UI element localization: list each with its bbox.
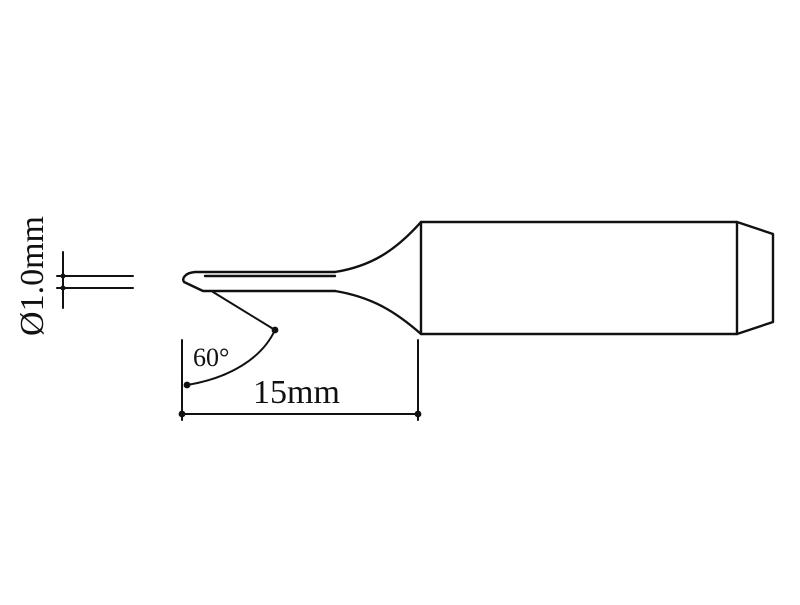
tip-lower-flare bbox=[333, 289, 423, 336]
length-arrow-right bbox=[414, 410, 422, 418]
angle-bevel-extension bbox=[212, 291, 276, 331]
angle-arc bbox=[186, 329, 276, 386]
diameter-arrow-bottom bbox=[60, 285, 66, 291]
length-dimension: 15mm bbox=[178, 339, 422, 421]
diameter-dimension: Ø1.0mm bbox=[14, 216, 134, 336]
diameter-arrow-top bbox=[60, 273, 66, 279]
diameter-label: Ø1.0mm bbox=[14, 216, 51, 336]
angle-arrow-bottom bbox=[183, 381, 191, 389]
tip-barrel bbox=[419, 220, 739, 336]
angle-dimension: 60° bbox=[183, 291, 279, 389]
length-arrow-left bbox=[178, 410, 186, 418]
tip-end-chamfer bbox=[735, 220, 775, 336]
tip-point-bevel bbox=[182, 270, 337, 293]
angle-arrow-top bbox=[271, 326, 279, 334]
tip-outline bbox=[182, 220, 775, 336]
tip-upper-flare bbox=[333, 220, 423, 274]
length-label: 15mm bbox=[253, 374, 340, 411]
angle-label: 60° bbox=[193, 343, 229, 372]
